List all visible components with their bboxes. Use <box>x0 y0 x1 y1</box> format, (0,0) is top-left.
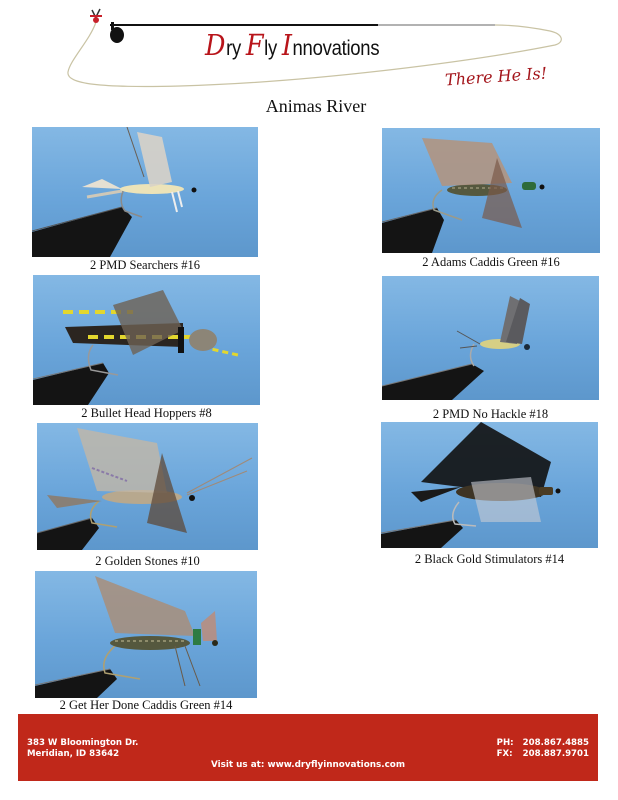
fly-card-adams-caddis-green: 2 Adams Caddis Green #16 <box>382 128 600 269</box>
fly-photo <box>382 276 599 400</box>
fly-caption: 2 PMD No Hackle #18 <box>432 407 549 421</box>
fax-label: FX: <box>496 749 513 759</box>
fly-photo <box>382 128 600 253</box>
fly-photo <box>37 423 258 550</box>
fly-caption: 2 Black Gold Stimulators #14 <box>414 552 565 566</box>
page-title: Animas River <box>265 96 367 116</box>
fly-card-bullet-head-hoppers: 2 Bullet Head Hoppers #8 <box>33 275 260 422</box>
fly-photo <box>35 571 257 698</box>
fly-photo <box>381 422 598 548</box>
address-line-2: Meridian, ID 83642 <box>27 749 120 759</box>
address-line-1: 383 W Bloomington Dr. <box>27 738 139 748</box>
phone-number: 208.867.4885 <box>522 738 589 748</box>
fax-row: FX: 208.887.9701 <box>497 749 589 760</box>
fax-number: 208.887.9701 <box>522 749 589 759</box>
fly-photo <box>33 275 260 405</box>
fly-caption: 2 Bullet Head Hoppers #8 <box>81 406 212 420</box>
brand-name: Dry Fly Innovations <box>205 28 380 62</box>
phone-label: PH: <box>496 738 514 748</box>
fly-card-pmd-searchers: 2 PMD Searchers #16 <box>32 127 258 273</box>
phone-row: PH: 208.867.4885 <box>497 738 589 749</box>
company-logo: Dry Fly Innovations There He Is! <box>60 0 580 95</box>
fly-rod-line-graphic <box>67 8 562 88</box>
fly-caption: 2 Golden Stones #10 <box>95 554 200 568</box>
address-block: 383 W Bloomington Dr. Meridian, ID 83642 <box>27 738 138 760</box>
fly-photo <box>32 127 258 257</box>
fly-caption: 2 PMD Searchers #16 <box>89 258 201 272</box>
contact-numbers: PH: 208.867.4885 FX: 208.887.9701 <box>497 738 589 760</box>
fly-caption: 2 Get Her Done Caddis Green #14 <box>59 698 233 712</box>
fly-card-black-gold-stimulators: 2 Black Gold Stimulators #14 <box>381 422 598 566</box>
fly-card-pmd-no-hackle: 2 PMD No Hackle #18 <box>382 276 599 421</box>
fly-icon <box>90 8 102 23</box>
fly-card-get-her-done-caddis-green: 2 Get Her Done Caddis Green #14 <box>35 571 257 712</box>
website-link[interactable]: Visit us at: www.dryflyinnovations.com <box>210 760 406 770</box>
fly-caption: 2 Adams Caddis Green #16 <box>422 255 560 269</box>
fly-card-golden-stones: 2 Golden Stones #10 <box>37 423 258 569</box>
contact-footer: 383 W Bloomington Dr. Meridian, ID 83642… <box>18 714 598 781</box>
